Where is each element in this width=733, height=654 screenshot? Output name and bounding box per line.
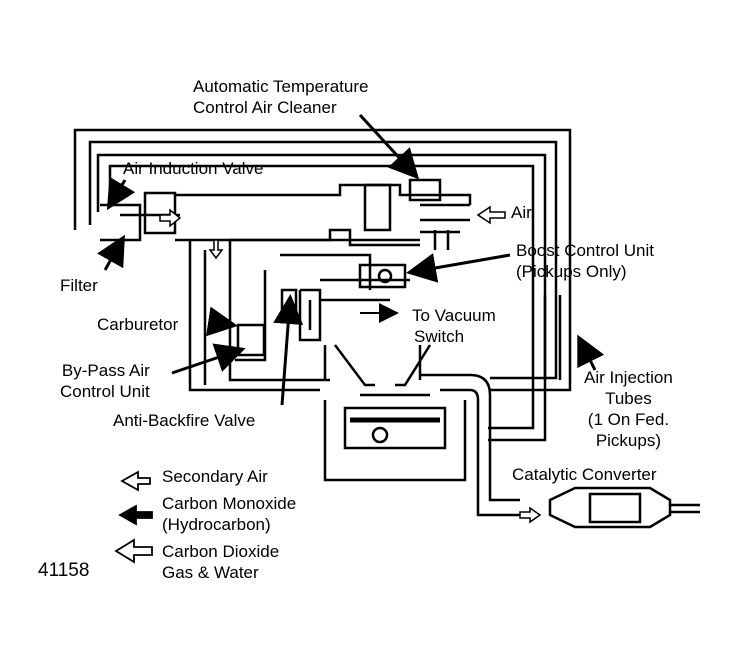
label-air-induction-valve: Air Induction Valve — [123, 159, 264, 178]
legend-symbol-co2 — [114, 538, 153, 564]
boost-control-unit — [358, 263, 407, 289]
leader-air-induction-valve — [106, 176, 136, 211]
carburetor-body — [188, 240, 320, 392]
engine-cylinder — [323, 400, 467, 482]
piston — [343, 406, 447, 450]
legend-symbol-co — [118, 504, 153, 526]
leader-bypass — [171, 343, 246, 375]
leader-carburetor — [206, 306, 238, 337]
leader-anti-backfire — [273, 294, 304, 406]
air-pipe-second-outer — [96, 153, 547, 442]
flow-exhaust — [519, 506, 542, 524]
flow-air-in — [476, 205, 506, 225]
label-anti-backfire-valve: Anti-Backfire Valve — [113, 411, 256, 430]
air-induction-valve-body — [143, 191, 177, 235]
label-carburetor: Carburetor — [97, 315, 179, 334]
legend-secondary-air: Secondary Air — [162, 467, 268, 486]
label-boost-control-unit: Boost Control Unit(Pickups Only) — [516, 241, 654, 281]
label-air: Air — [511, 203, 532, 222]
leader-boost-control — [406, 253, 511, 283]
legend-carbon-monoxide: Carbon Monoxide(Hydrocarbon) — [162, 494, 297, 534]
catalytic-converter — [548, 486, 672, 529]
exhaust-pipe — [420, 373, 520, 502]
leader-filter — [97, 234, 125, 271]
exhaust-port — [395, 344, 432, 387]
intake-port — [334, 344, 375, 387]
label-air-injection-tubes: Air Injection Tubes (1 On Fed. Pickups) — [584, 368, 673, 450]
air-cleaner-snorkel — [408, 178, 442, 202]
legend-symbol-secondary-air — [120, 470, 151, 492]
flow-carb — [208, 239, 224, 260]
label-catalytic-converter: Catalytic Converter — [512, 465, 657, 484]
label-filter: Filter — [60, 276, 98, 295]
bypass-air-control-unit — [236, 323, 266, 357]
flow-induction — [159, 208, 182, 228]
air-cleaner-housing — [175, 183, 472, 205]
air-pipe-top-outer — [73, 128, 572, 392]
leader-air-cleaner — [358, 113, 420, 180]
leader-air-injection — [577, 334, 605, 371]
figure-number: 41158 — [38, 560, 90, 581]
